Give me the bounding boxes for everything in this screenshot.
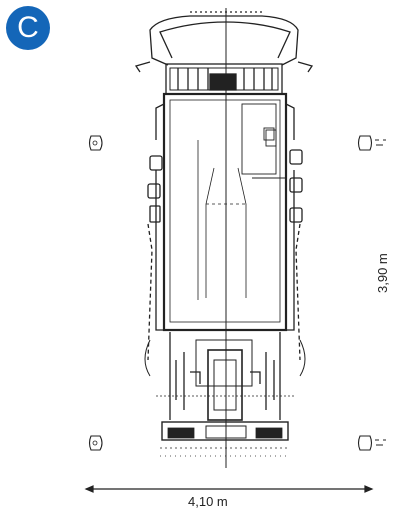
rear-frame	[144, 332, 306, 421]
rear-right-anchor-icon	[357, 435, 386, 451]
front-left-anchor-icon	[88, 135, 103, 151]
front-grille	[165, 63, 283, 95]
width-dimension-label: 4,10 m	[188, 494, 228, 509]
front-right-anchor-icon	[357, 135, 386, 151]
rear-track	[160, 421, 290, 457]
depth-dimension-label: 3,90 m	[375, 253, 390, 293]
rear-left-anchor-icon	[88, 435, 103, 451]
main-body	[162, 92, 288, 332]
right-side-panel	[285, 103, 303, 361]
width-dimension-line	[84, 485, 374, 493]
cab-outline	[134, 11, 314, 73]
left-side-panel	[147, 103, 165, 361]
section-badge: C	[6, 6, 50, 50]
section-badge-letter: C	[17, 11, 39, 44]
